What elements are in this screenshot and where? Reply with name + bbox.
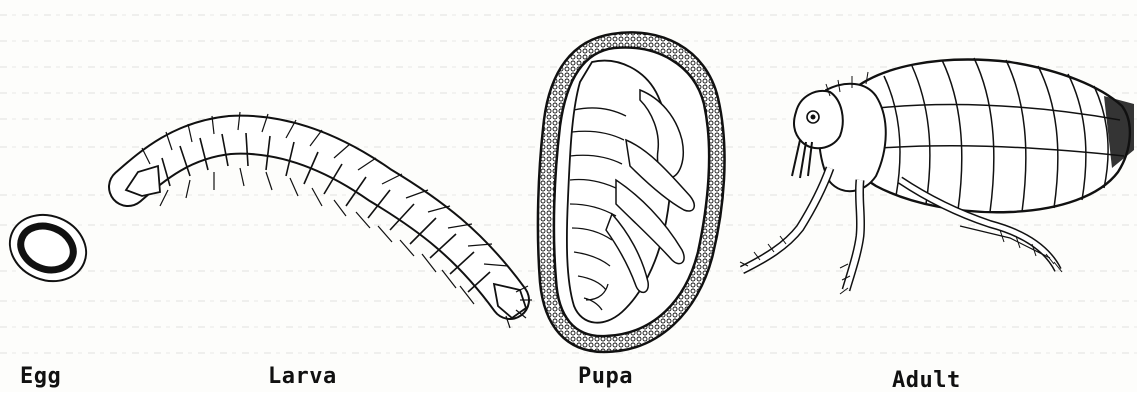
egg-illustration <box>0 204 96 293</box>
pupa-label: Pupa <box>578 364 633 389</box>
adult-label: Adult <box>892 368 961 393</box>
adult-flea-illustration <box>740 58 1134 294</box>
larva-illustration <box>126 112 532 328</box>
egg-label: Egg <box>20 364 61 389</box>
pupa-illustration <box>538 32 725 352</box>
larva-label: Larva <box>268 364 337 389</box>
